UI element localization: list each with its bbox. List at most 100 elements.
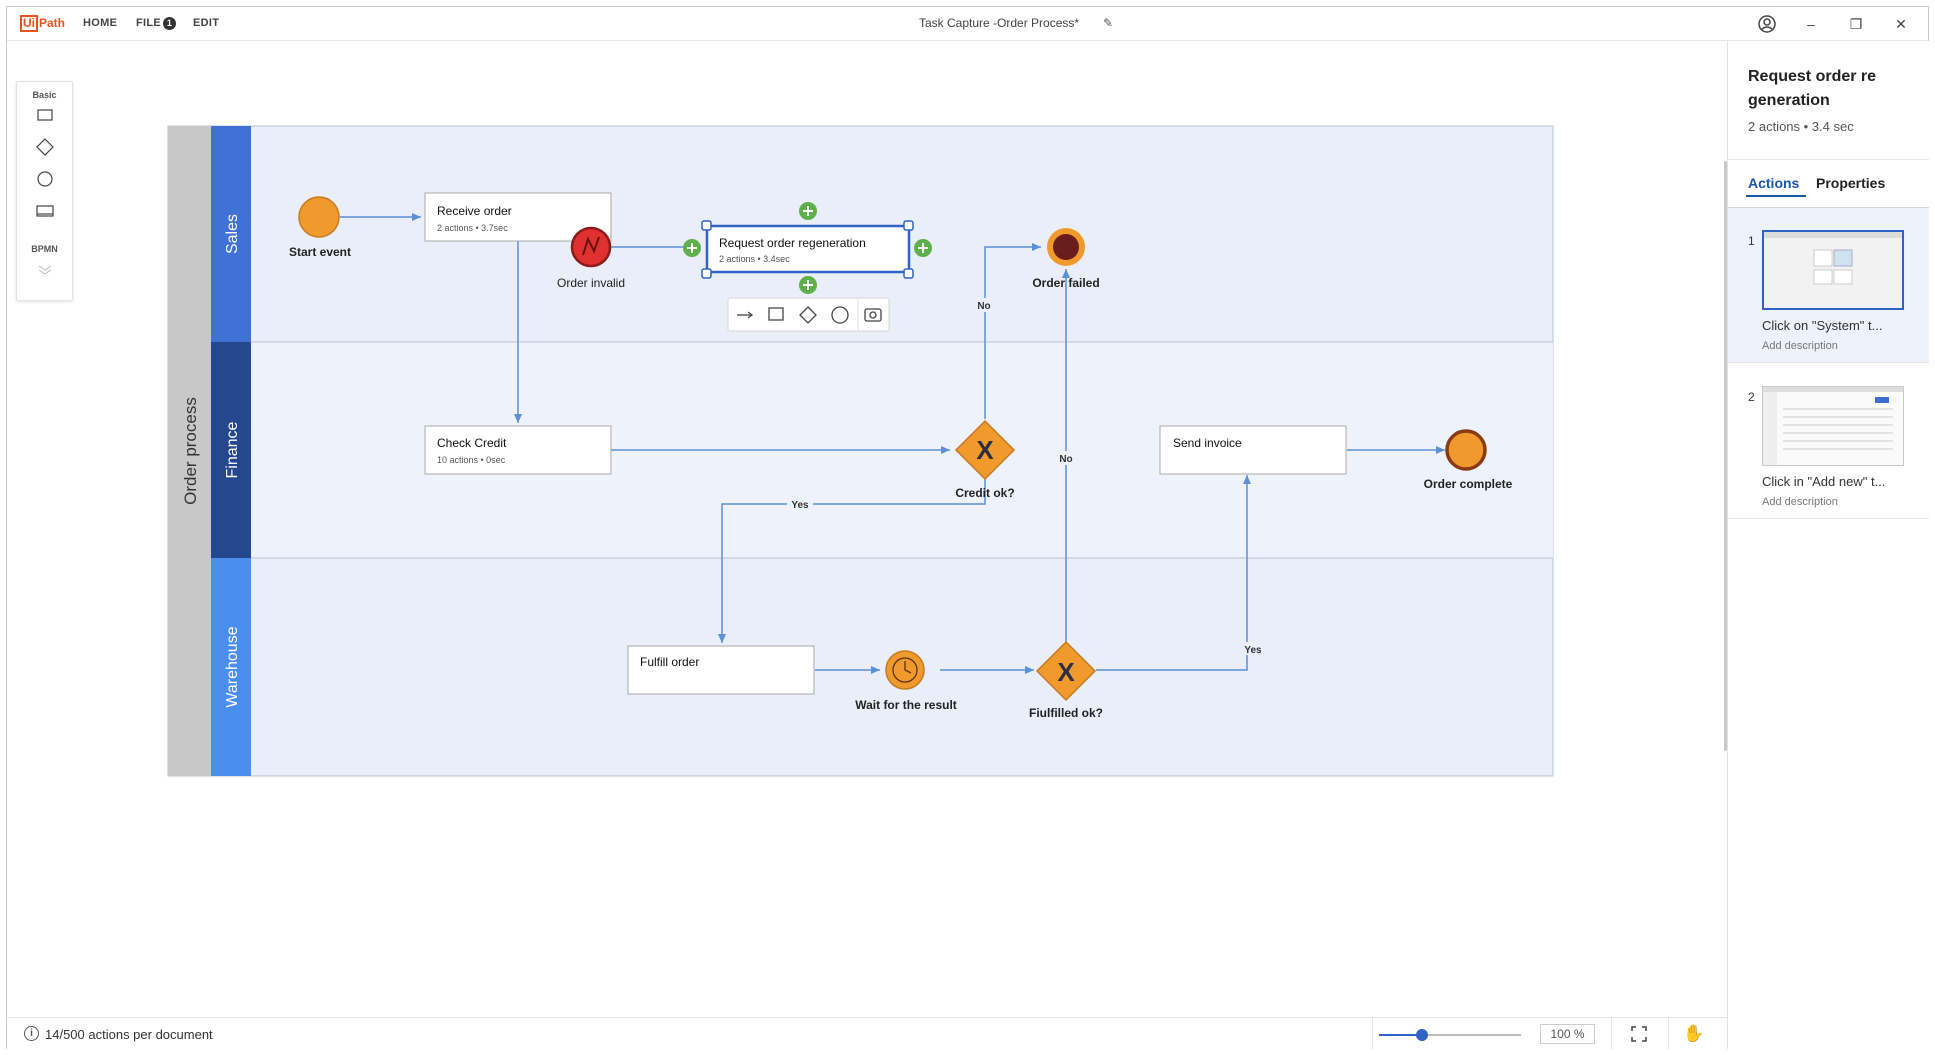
palette-circle-icon[interactable] xyxy=(17,168,72,190)
file-badge: 1 xyxy=(163,17,177,30)
zoom-slider-knob[interactable] xyxy=(1415,1029,1428,1041)
bpmn-diagram[interactable]: Order process Sales Finance Warehouse xyxy=(8,41,1728,1018)
action-number: 2 xyxy=(1748,390,1755,404)
order-invalid-label: Order invalid xyxy=(557,276,625,290)
error-bolt-icon xyxy=(582,236,600,256)
flow-label-no-fulfilled: No xyxy=(1059,454,1072,465)
pool-label: Order process xyxy=(181,397,200,505)
zoom-input[interactable]: 100 % xyxy=(1540,1024,1595,1044)
action-text: Click on "System" t... xyxy=(1762,318,1883,333)
add-description-link[interactable]: Add description xyxy=(1762,340,1838,352)
task-check-credit[interactable] xyxy=(424,425,612,475)
info-icon: i xyxy=(24,1026,39,1041)
pool-header xyxy=(168,126,211,776)
palette-rectangle-icon[interactable] xyxy=(17,104,72,126)
gateway-credit-ok[interactable] xyxy=(954,419,1016,481)
start-event-label: Start event xyxy=(289,245,351,259)
task-receive-order-title: Receive order xyxy=(437,204,512,218)
action-screenshot-thumbnail[interactable] xyxy=(1762,386,1904,466)
task-check-credit-title: Check Credit xyxy=(437,436,507,450)
add-connector-right[interactable] xyxy=(914,239,932,257)
shape-palette: Basic BPMN xyxy=(16,81,73,301)
palette-expand-chevron-icon[interactable] xyxy=(17,258,72,280)
task-receive-order-sub: 2 actions • 3.7sec xyxy=(437,223,508,233)
credit-ok-label: Credit ok? xyxy=(955,486,1014,500)
task-request-regen-sub: 2 actions • 3.4sec xyxy=(719,254,790,264)
hand-pan-icon[interactable]: ✋ xyxy=(1683,1024,1705,1043)
lane-label-warehouse: Warehouse xyxy=(224,626,241,707)
flow-label-no-credit: No xyxy=(977,301,990,312)
wait-result-label: Wait for the result xyxy=(855,698,957,712)
menu-home[interactable]: HOME xyxy=(83,17,118,29)
flow-label-yes-credit: Yes xyxy=(791,500,809,511)
add-connector-top[interactable] xyxy=(799,202,817,220)
lane-label-finance: Finance xyxy=(224,421,241,478)
lane-header-sales[interactable] xyxy=(211,126,251,342)
logo-path: Path xyxy=(39,16,66,30)
add-connector-bottom[interactable] xyxy=(799,276,817,294)
document-title: Task Capture -Order Process* xyxy=(919,16,1080,30)
add-description-link[interactable]: Add description xyxy=(1762,496,1838,508)
context-toolbar xyxy=(727,297,890,332)
lane-header-warehouse[interactable] xyxy=(211,558,251,776)
action-screenshot-thumbnail[interactable] xyxy=(1762,230,1904,310)
gateway-x-icon: X xyxy=(976,435,994,465)
action-card[interactable]: 1 Click on "System" t... Add description xyxy=(1728,208,1929,363)
palette-subprocess-icon[interactable] xyxy=(17,200,72,222)
selection-handles[interactable] xyxy=(701,220,914,279)
connector-arrow-icon[interactable] xyxy=(737,311,754,319)
zoom-value: 100 xyxy=(1550,1027,1571,1041)
action-text: Click in "Add new" t... xyxy=(1762,474,1886,489)
add-gateway-icon[interactable] xyxy=(799,306,817,324)
task-fulfill-order-title: Fulfill order xyxy=(640,655,699,669)
palette-diamond-icon[interactable] xyxy=(17,136,72,158)
palette-basic-label: Basic xyxy=(32,90,57,100)
uipath-logo: Ui Path xyxy=(20,15,65,32)
status-bar: i 14/500 actions per document 100 % ✋ xyxy=(7,1017,1727,1050)
canvas-scrollbar[interactable] xyxy=(1724,161,1727,751)
task-request-regen-title: Request order regeneration xyxy=(719,236,866,250)
account-icon[interactable] xyxy=(1756,13,1778,35)
logo-ui: Ui xyxy=(20,15,38,32)
task-fulfill-order[interactable] xyxy=(627,645,815,695)
clock-icon xyxy=(892,657,918,683)
gateway-x-icon-2: X xyxy=(1057,657,1075,687)
fit-to-screen-icon[interactable] xyxy=(1629,1024,1649,1044)
task-check-credit-sub: 10 actions • 0sec xyxy=(437,455,506,465)
lane-header-finance[interactable] xyxy=(211,342,251,558)
zoom-slider-fill xyxy=(1379,1034,1422,1036)
gateway-fulfilled-ok[interactable] xyxy=(1035,640,1097,702)
minimize-icon[interactable]: – xyxy=(1807,16,1815,32)
panel-subtitle: 2 actions • 3.4 sec xyxy=(1748,119,1854,134)
camera-icon[interactable] xyxy=(864,308,882,322)
task-send-invoice-title: Send invoice xyxy=(1173,436,1242,450)
add-task-icon[interactable] xyxy=(768,307,784,321)
sequence-flows xyxy=(340,213,1445,674)
action-card[interactable]: 2 Click in "Add new" t... Add descriptio… xyxy=(1728,364,1929,519)
edit-title-pencil-icon[interactable]: ✎ xyxy=(1103,16,1114,30)
start-event[interactable] xyxy=(298,196,340,238)
action-number: 1 xyxy=(1748,234,1755,248)
close-icon[interactable]: ✕ xyxy=(1895,16,1907,32)
zoom-slider[interactable] xyxy=(1379,1029,1521,1041)
actions-count-text: 14/500 actions per document xyxy=(45,1027,213,1042)
tab-properties[interactable]: Properties xyxy=(1816,175,1886,191)
menu-file-label: FILE xyxy=(136,17,162,29)
menu-edit[interactable]: EDIT xyxy=(193,17,220,29)
tab-actions[interactable]: Actions xyxy=(1748,175,1800,191)
fulfilled-ok-label: Fiulfilled ok? xyxy=(1029,706,1103,720)
lane-label-sales: Sales xyxy=(224,214,241,254)
add-event-icon[interactable] xyxy=(831,306,849,324)
add-connector-left[interactable] xyxy=(683,239,701,257)
restore-icon[interactable]: ❐ xyxy=(1849,16,1863,32)
zoom-unit: % xyxy=(1573,1027,1585,1041)
task-request-order-regeneration[interactable] xyxy=(705,224,911,274)
diagram-canvas[interactable]: Order process Sales Finance Warehouse xyxy=(8,41,1728,1018)
order-complete-label: Order complete xyxy=(1424,477,1513,491)
palette-bpmn-label: BPMN xyxy=(31,244,58,254)
task-send-invoice[interactable] xyxy=(1159,425,1347,475)
end-event-order-complete[interactable] xyxy=(1445,429,1487,471)
